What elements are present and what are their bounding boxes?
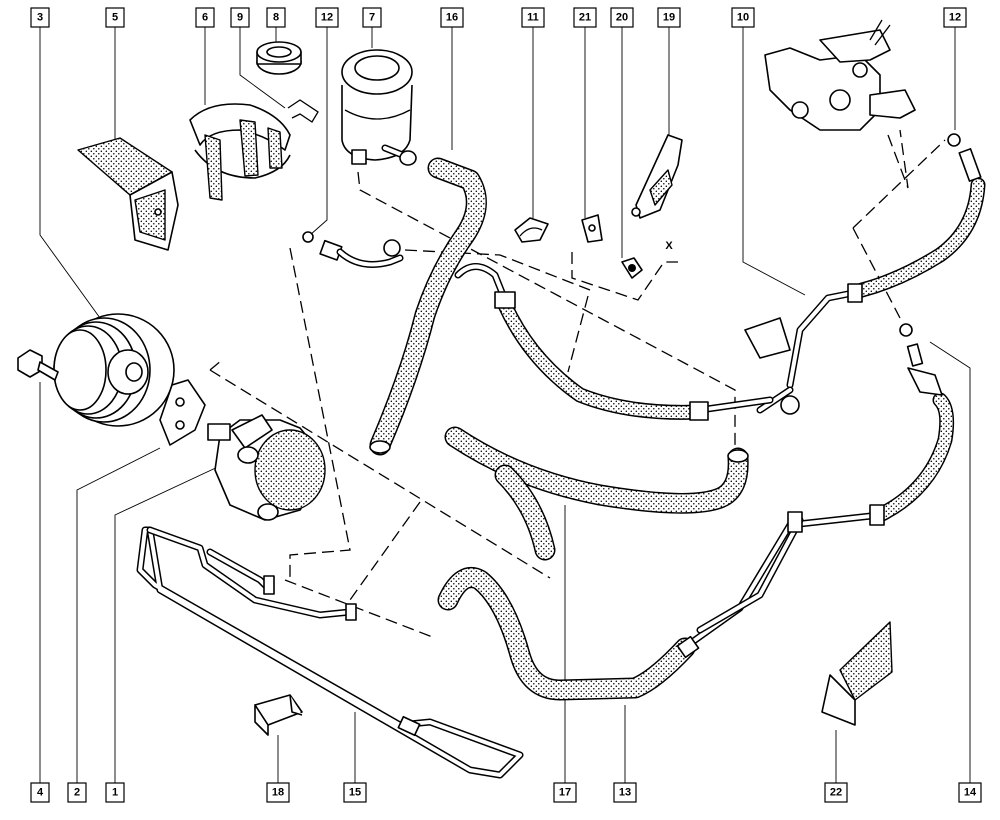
- pulley-3: [53, 313, 175, 427]
- cooler-pipe-15: [136, 526, 524, 779]
- bracket-2: [159, 379, 206, 446]
- svg-text:21: 21: [579, 12, 591, 24]
- label-11: 11: [521, 7, 545, 28]
- svg-text:14: 14: [964, 787, 977, 799]
- label-4: 4: [30, 782, 50, 803]
- pump-1: [207, 414, 326, 521]
- label-2: 2: [67, 782, 87, 803]
- x-mark: X: [665, 240, 673, 252]
- label-22: 22: [824, 782, 848, 803]
- fitting-14: [899, 323, 943, 396]
- label-3: 3: [30, 7, 50, 28]
- hose-13: [437, 392, 955, 701]
- leader-lines: [39, 27, 971, 783]
- clamp-bracket-6: [189, 103, 291, 201]
- x-annotation: X: [665, 240, 673, 252]
- clip-21: [581, 214, 603, 243]
- svg-text:11: 11: [527, 12, 539, 24]
- label-5: 5: [105, 7, 125, 28]
- label-19: 19: [657, 7, 681, 28]
- svg-text:20: 20: [616, 12, 628, 24]
- label-8: 8: [266, 7, 286, 28]
- svg-text:8: 8: [273, 12, 279, 24]
- bracket-22: [821, 621, 893, 726]
- svg-text:15: 15: [349, 787, 361, 799]
- svg-text:13: 13: [619, 787, 631, 799]
- hose-pressure-middle: [454, 263, 800, 421]
- svg-text:3: 3: [37, 12, 43, 24]
- bracket-19: [631, 134, 683, 219]
- fitting-20: [621, 257, 643, 279]
- svg-text:1: 1: [112, 787, 118, 799]
- svg-text:6: 6: [202, 12, 208, 24]
- svg-text:19: 19: [663, 12, 675, 24]
- label-6: 6: [195, 7, 215, 28]
- svg-text:17: 17: [559, 787, 571, 799]
- svg-text:12: 12: [321, 12, 333, 24]
- svg-text:18: 18: [272, 787, 284, 799]
- hose-upper-right: [744, 133, 986, 414]
- svg-text:22: 22: [830, 787, 842, 799]
- label-18: 18: [266, 782, 290, 803]
- label-21: 21: [573, 7, 597, 28]
- svg-text:2: 2: [74, 787, 80, 799]
- svg-text:16: 16: [446, 12, 458, 24]
- hose-17: [444, 426, 749, 561]
- svg-text:9: 9: [237, 12, 243, 24]
- label-10: 10: [731, 7, 755, 28]
- reservoir-7: [341, 49, 417, 166]
- label-15: 15: [343, 782, 367, 803]
- svg-text:12: 12: [949, 12, 961, 24]
- clip-18: [254, 694, 303, 736]
- label-16: 16: [440, 7, 464, 28]
- heat-shield-5: [77, 137, 179, 251]
- label-7: 7: [362, 7, 382, 28]
- label-13: 13: [613, 782, 637, 803]
- label-12-right: 12: [943, 7, 967, 28]
- svg-text:4: 4: [37, 787, 44, 799]
- steering-rack: [764, 19, 916, 131]
- label-9: 9: [230, 7, 250, 28]
- clip-9: [287, 99, 319, 123]
- cap-8: [256, 41, 302, 75]
- label-14: 14: [958, 782, 982, 803]
- label-17: 17: [553, 782, 577, 803]
- clip-11: [514, 217, 549, 243]
- svg-text:10: 10: [737, 12, 749, 24]
- label-1: 1: [105, 782, 125, 803]
- label-12-left: 12: [315, 7, 339, 28]
- pressure-pipe-12-left: [302, 231, 404, 268]
- svg-text:5: 5: [112, 12, 118, 24]
- hose-16: [369, 157, 487, 456]
- bolt-4: [17, 349, 59, 381]
- svg-text:7: 7: [369, 12, 375, 24]
- label-20: 20: [610, 7, 634, 28]
- assembly-dashed-lines: [209, 129, 946, 639]
